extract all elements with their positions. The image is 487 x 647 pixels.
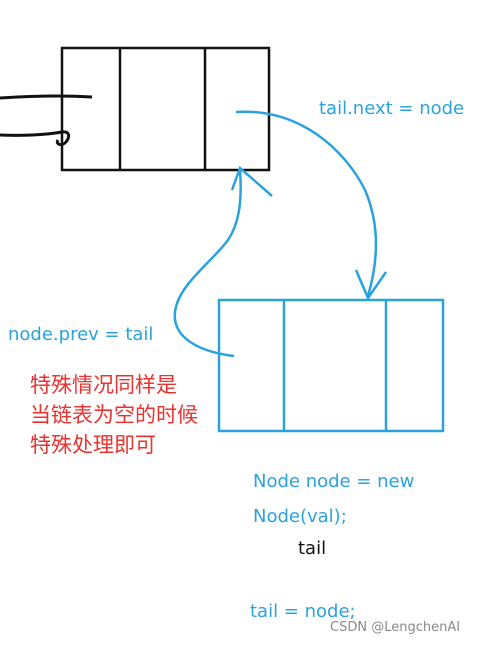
new-node-outline	[217, 298, 445, 433]
tail-next-arrowhead	[354, 269, 388, 301]
incoming-pointer-line-bottom	[0, 130, 71, 147]
code-line-3: tail	[298, 538, 327, 559]
code-line-2: Node(val);	[253, 506, 347, 527]
node-prev-arrowhead	[230, 165, 273, 197]
note-line-2: 当链表为空的时候	[30, 403, 198, 427]
tail-next-arrow-curve	[235, 110, 378, 297]
code-line-4: tail = node;	[250, 601, 356, 622]
node-prev-arrow-curve	[173, 169, 242, 358]
note-line-1: 特殊情况同样是	[30, 373, 177, 397]
code-line-1: Node node = new	[253, 471, 415, 492]
label-node-prev: node.prev = tail	[8, 324, 154, 345]
label-tail-next: tail.next = node	[319, 98, 465, 119]
tail-node-box	[60, 46, 271, 172]
new-node-box	[217, 298, 445, 433]
incoming-pointer-line-top	[0, 94, 93, 100]
watermark: CSDN @LengchenAI	[330, 620, 461, 635]
tail-node-outline	[60, 46, 271, 172]
note-line-3: 特殊处理即可	[30, 433, 156, 457]
